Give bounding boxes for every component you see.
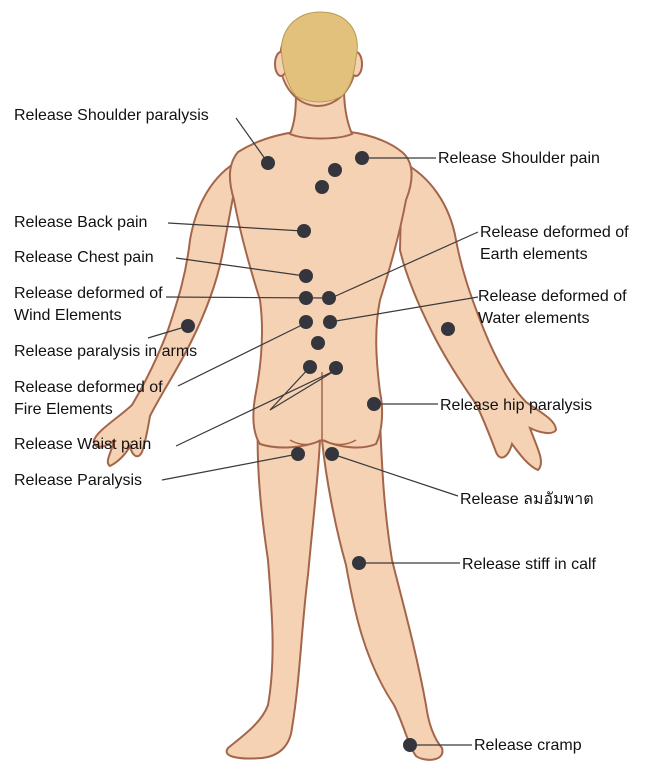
hair xyxy=(281,12,357,102)
torso xyxy=(230,130,412,447)
label-lom-an-thapat: Release ลมอัมพาต xyxy=(460,490,594,509)
pressure-point xyxy=(352,556,366,570)
label-cramp: Release cramp xyxy=(474,736,582,755)
pressure-point xyxy=(328,163,342,177)
pressure-point xyxy=(297,224,311,238)
label-chest-pain: Release Chest pain xyxy=(14,248,154,267)
pressure-point xyxy=(261,156,275,170)
pressure-point xyxy=(329,361,343,375)
label-back-pain: Release Back pain xyxy=(14,213,147,232)
pressure-point xyxy=(325,447,339,461)
pressure-point xyxy=(322,291,336,305)
left-leg xyxy=(227,418,320,759)
label-wind-elements-line2: Wind Elements xyxy=(14,306,122,325)
label-shoulder-paralysis: Release Shoulder paralysis xyxy=(14,106,209,125)
label-shoulder-pain: Release Shoulder pain xyxy=(438,149,600,168)
label-paralysis: Release Paralysis xyxy=(14,471,142,490)
label-waist-pain: Release Waist pain xyxy=(14,435,151,454)
pressure-point xyxy=(311,336,325,350)
pressure-point xyxy=(299,291,313,305)
pressure-point xyxy=(403,738,417,752)
label-arm-paralysis: Release paralysis in arms xyxy=(14,342,197,361)
label-earth-elements-line2: Earth elements xyxy=(480,245,588,264)
label-hip-paralysis: Release hip paralysis xyxy=(440,396,592,415)
pressure-point xyxy=(441,322,455,336)
label-water-elements-line2: Water elements xyxy=(478,309,589,328)
pressure-point xyxy=(299,315,313,329)
label-stiff-calf: Release stiff in calf xyxy=(462,555,596,574)
label-water-elements-line1: Release deformed of xyxy=(478,287,627,306)
pressure-point xyxy=(181,319,195,333)
label-earth-elements-line1: Release deformed of xyxy=(480,223,629,242)
pressure-point xyxy=(315,180,329,194)
label-fire-elements-line2: Fire Elements xyxy=(14,400,113,419)
label-wind-elements-line1: Release deformed of xyxy=(14,284,163,303)
pressure-point xyxy=(303,360,317,374)
label-fire-elements-line1: Release deformed of xyxy=(14,378,163,397)
pressure-point xyxy=(291,447,305,461)
pressure-point xyxy=(299,269,313,283)
pressure-point xyxy=(323,315,337,329)
pressure-point xyxy=(367,397,381,411)
pressure-point xyxy=(355,151,369,165)
